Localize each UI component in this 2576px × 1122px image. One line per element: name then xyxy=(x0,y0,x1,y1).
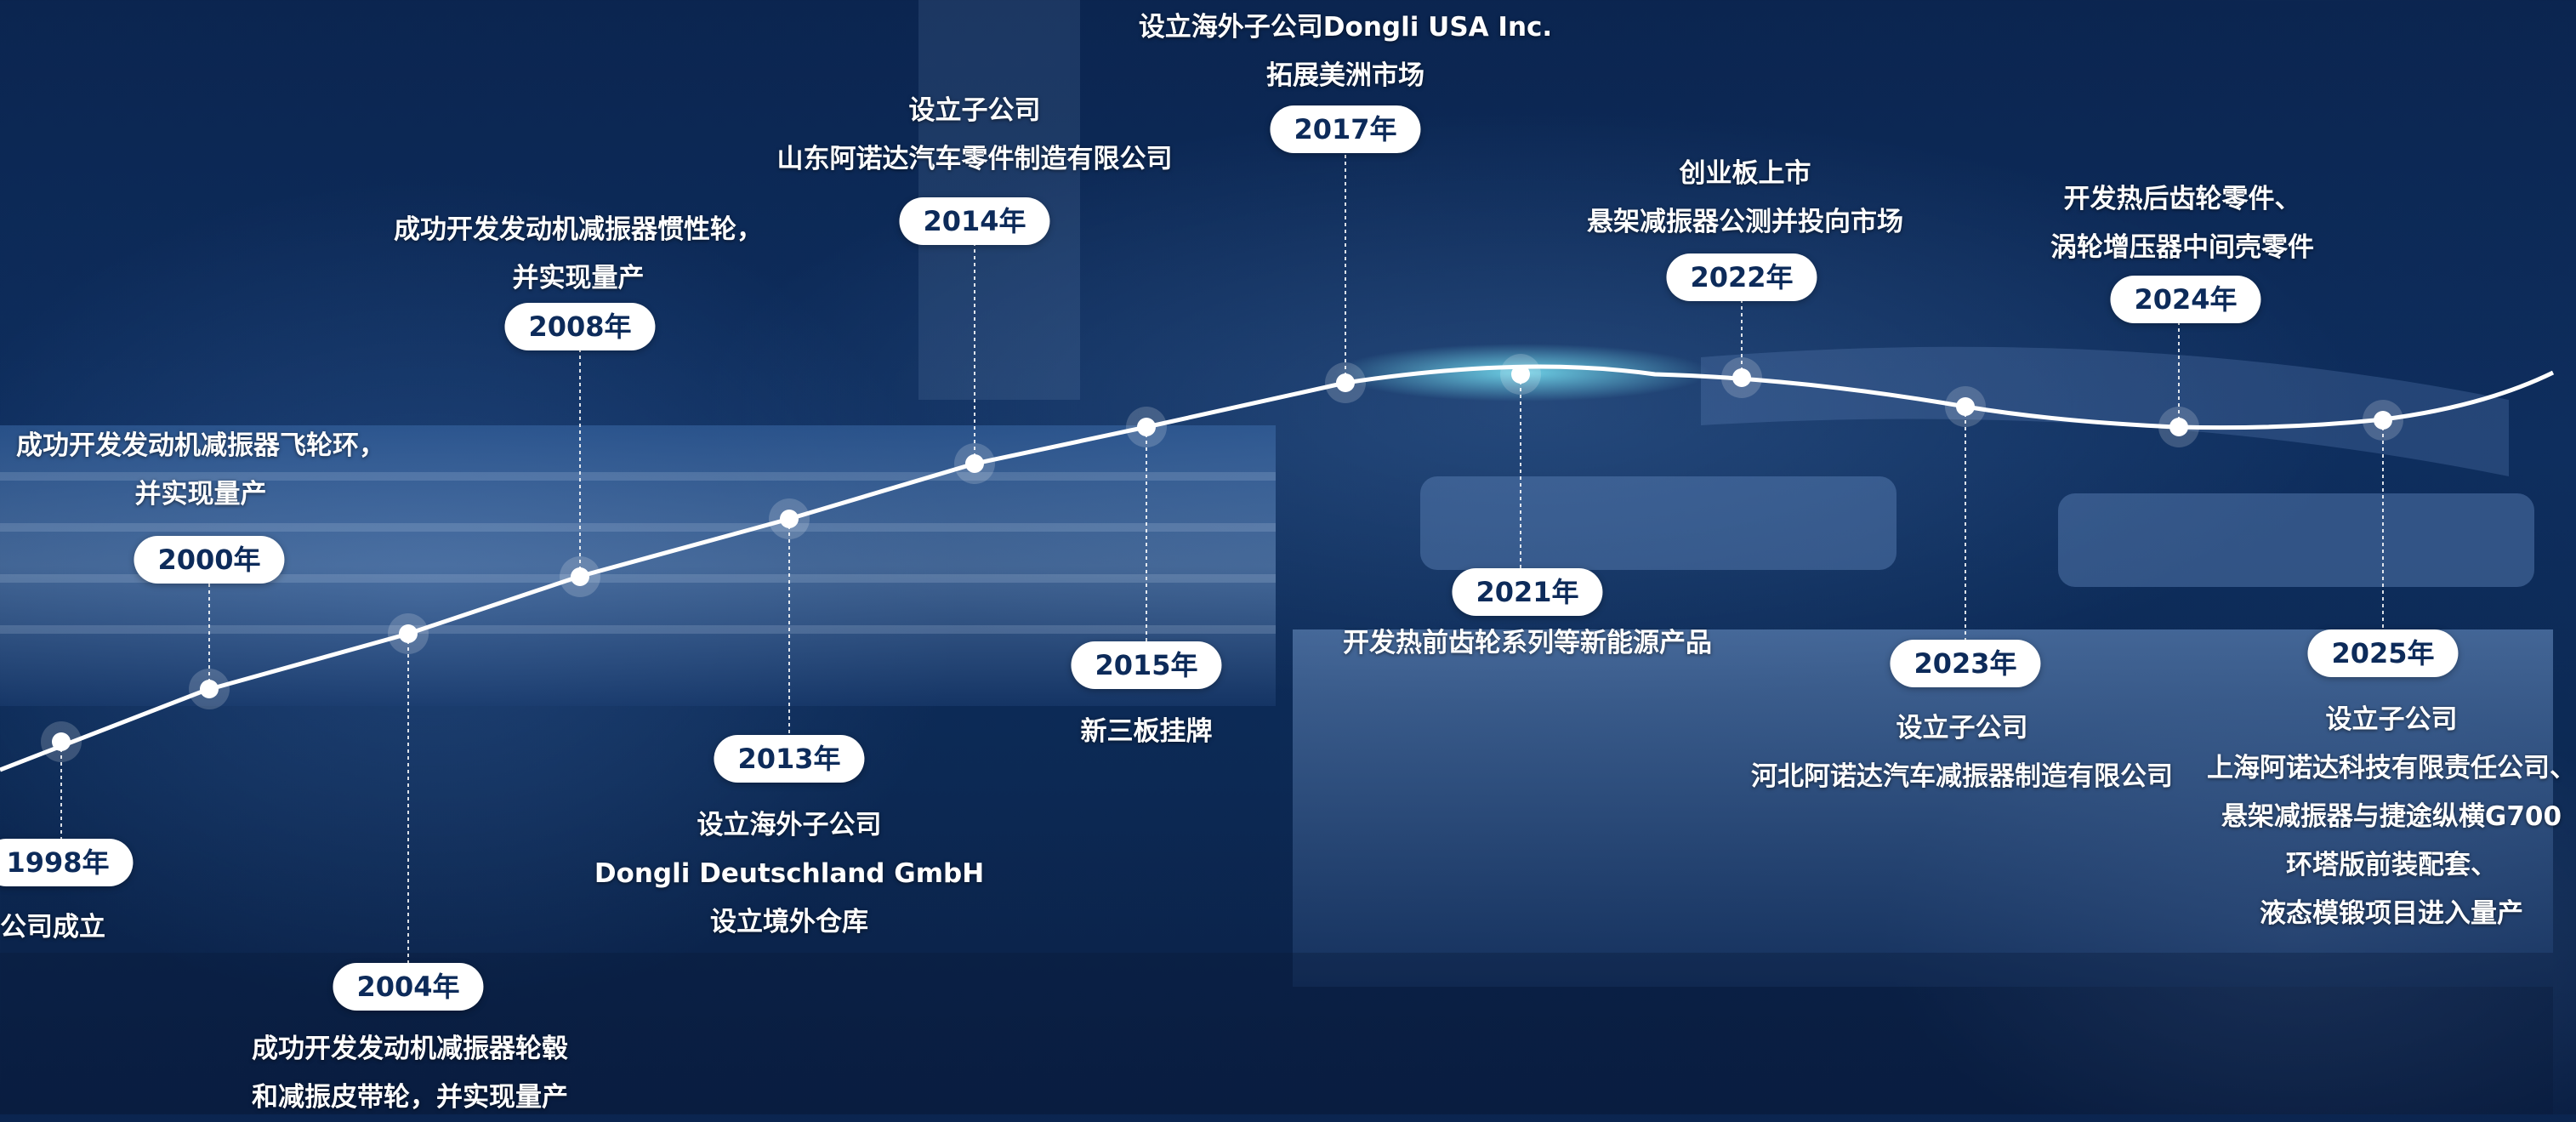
event-desc-2025: 设立子公司 上海阿诺达科技有限责任公司、 悬架减振器与捷途纵横G700 环塔版前… xyxy=(2207,696,2576,938)
timeline-dot-1998 xyxy=(52,732,71,751)
event-desc-2014: 设立子公司 山东阿诺达汽车零件制造有限公司 xyxy=(777,87,1173,184)
event-line: Dongli Deutschland GmbH xyxy=(594,858,985,889)
timeline-dot-2017 xyxy=(1336,373,1355,392)
event-line: 设立境外仓库 xyxy=(709,907,868,937)
event-line: 设立海外子公司 xyxy=(697,810,882,840)
event-line: 上海阿诺达科技有限责任公司、 xyxy=(2207,753,2576,783)
event-line: 新三板挂牌 xyxy=(1080,716,1213,747)
timeline-dot-2025 xyxy=(2374,411,2392,430)
event-line: 山东阿诺达汽车零件制造有限公司 xyxy=(776,144,1173,174)
timeline-dot-2024 xyxy=(2169,418,2188,436)
timeline-dot-2008 xyxy=(571,567,589,586)
event-desc-2024: 开发热后齿轮零件、 涡轮增压器中间壳零件 xyxy=(2050,175,2314,272)
event-desc-2013: 设立海外子公司 Dongli Deutschland GmbH 设立境外仓库 xyxy=(594,801,984,947)
metal-part-shape xyxy=(1420,476,1896,570)
event-desc-1998: 公司成立 xyxy=(0,903,105,952)
year-badge-1998: 1998年 xyxy=(0,839,134,886)
event-line: 公司成立 xyxy=(0,912,105,943)
event-desc-2022: 创业板上市 悬架减振器公测并投向市场 xyxy=(1587,150,1903,247)
event-line: 开发热后齿轮零件、 xyxy=(2063,184,2301,214)
year-badge-2021: 2021年 xyxy=(1452,568,1603,616)
event-line: 环塔版前装配套、 xyxy=(2286,850,2497,880)
event-line: 设立海外子公司Dongli USA Inc. xyxy=(1138,12,1553,43)
year-badge-2000: 2000年 xyxy=(134,536,285,584)
year-badge-2023: 2023年 xyxy=(1890,640,2041,687)
timeline-dot-2023 xyxy=(1956,397,1975,416)
event-line: 开发热前齿轮系列等新能源产品 xyxy=(1343,628,1712,658)
event-line: 创业板上市 xyxy=(1679,158,1811,189)
event-line: 设立子公司 xyxy=(908,95,1041,126)
event-line: 和减振皮带轮，并实现量产 xyxy=(252,1082,568,1113)
timeline-dot-2021 xyxy=(1511,365,1530,384)
event-line: 设立子公司 xyxy=(1896,713,2028,743)
event-line: 成功开发发动机减振器轮毂 xyxy=(252,1034,568,1064)
event-desc-2023: 设立子公司 河北阿诺达汽车减振器制造有限公司 xyxy=(1751,704,2173,801)
event-line: 设立子公司 xyxy=(2325,704,2458,735)
event-desc-2000: 成功开发发动机减振器飞轮环， 并实现量产 xyxy=(16,422,385,519)
year-badge-2024: 2024年 xyxy=(2110,276,2261,323)
timeline-dot-2000 xyxy=(200,680,219,698)
event-line: 拓展美洲市场 xyxy=(1266,60,1424,91)
year-badge-2004: 2004年 xyxy=(333,963,484,1011)
event-line: 并实现量产 xyxy=(134,479,267,510)
event-line: 液态模锻项目进入量产 xyxy=(2260,898,2523,929)
timeline-dot-2014 xyxy=(965,454,984,473)
event-line: 涡轮增压器中间壳零件 xyxy=(2050,232,2314,263)
metal-block-shape xyxy=(1293,629,2553,987)
year-badge-2014: 2014年 xyxy=(899,197,1050,245)
event-line: 悬架减振器公测并投向市场 xyxy=(1587,207,1903,237)
year-badge-2025: 2025年 xyxy=(2307,629,2459,677)
event-line: 悬架减振器与捷途纵横G700 xyxy=(2221,801,2562,832)
metal-part-shape xyxy=(2058,493,2534,587)
gear-arc-shape xyxy=(1701,346,2509,476)
event-desc-2021: 开发热前齿轮系列等新能源产品 xyxy=(1343,619,1712,668)
event-desc-2015: 新三板挂牌 xyxy=(1081,708,1213,756)
year-badge-2015: 2015年 xyxy=(1071,641,1222,689)
year-badge-2022: 2022年 xyxy=(1666,253,1817,301)
timeline-dot-2004 xyxy=(399,624,418,643)
timeline-dot-2013 xyxy=(780,510,799,528)
event-line: 成功开发发动机减振器惯性轮， xyxy=(394,214,763,245)
event-line: 河北阿诺达汽车减振器制造有限公司 xyxy=(1751,761,2173,792)
event-line: 并实现量产 xyxy=(512,263,645,293)
event-desc-2004: 成功开发发动机减振器轮毂 和减振皮带轮，并实现量产 xyxy=(252,1025,568,1122)
event-desc-2008: 成功开发发动机减振器惯性轮， 并实现量产 xyxy=(394,206,763,303)
year-badge-2017: 2017年 xyxy=(1270,105,1421,153)
timeline-dot-2015 xyxy=(1137,418,1156,436)
timeline-dot-2022 xyxy=(1732,368,1751,387)
year-badge-2013: 2013年 xyxy=(714,735,865,783)
year-badge-2008: 2008年 xyxy=(504,303,656,350)
event-line: 成功开发发动机减振器飞轮环， xyxy=(16,430,385,461)
event-desc-2017: 设立海外子公司Dongli USA Inc. 拓展美洲市场 xyxy=(1139,3,1552,100)
